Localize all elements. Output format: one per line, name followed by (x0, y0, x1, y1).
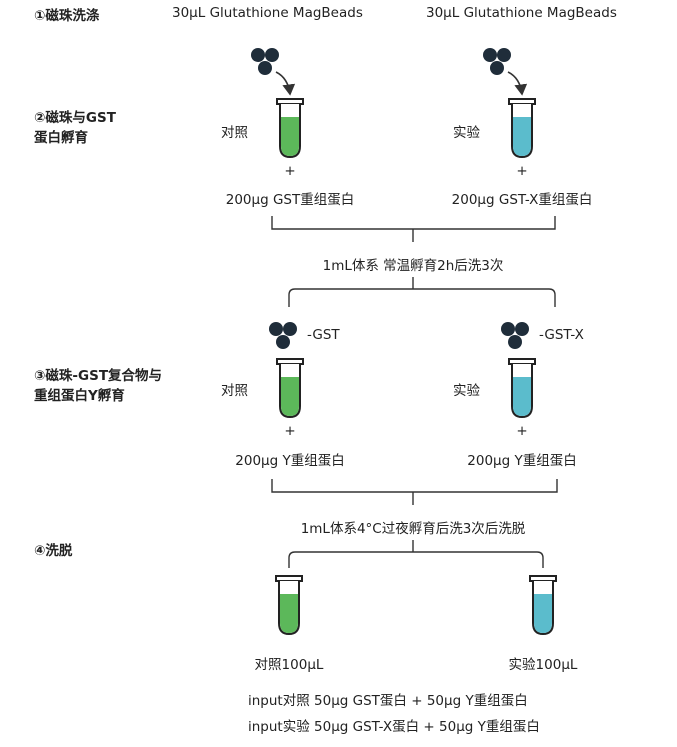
complex-left-label: -GST (307, 327, 340, 343)
beads-complex-left (269, 322, 297, 349)
ctrl-label-1: 对照 (221, 125, 248, 141)
plus-exp-1: + (516, 163, 528, 179)
y-protein-right-label: 200μg Y重组蛋白 (467, 453, 577, 469)
plus-ctrl-1: + (284, 163, 296, 179)
step-2-label: ②磁珠与GST 蛋白孵育 (34, 110, 116, 146)
step-1-label: ①磁珠洗涤 (34, 8, 100, 24)
ctrl-label-2: 对照 (221, 383, 248, 399)
y-protein-left-label: 200μg Y重组蛋白 (235, 453, 345, 469)
gst-protein-label: 200μg GST重组蛋白 (225, 192, 355, 208)
bracket-merge-1 (271, 216, 556, 242)
step-3-label: ③磁珠-GST复合物与 重组蛋白Y孵育 (34, 368, 163, 404)
beads-left (251, 48, 279, 75)
plus-exp-2: + (516, 423, 528, 439)
bracket-split-2 (288, 540, 544, 568)
bracket-merge-2 (271, 479, 558, 505)
ctrl-elute-label: 对照100μL (254, 657, 324, 673)
bracket-split-1 (288, 277, 556, 307)
exp-label-2: 实验 (453, 383, 480, 399)
tube-exp-2 (508, 358, 536, 419)
incubation-1-label: 1mL体系 常温孵育2h后洗3次 (322, 258, 504, 274)
tube-ctrl-2 (276, 358, 304, 419)
input-ctrl-note: input对照 50μg GST蛋白 + 50μg Y重组蛋白 (248, 693, 528, 709)
incubation-2-label: 1mL体系4°C过夜孵育后洗3次后洗脱 (300, 521, 526, 537)
plus-ctrl-2: + (284, 423, 296, 439)
tube-exp-1 (508, 98, 536, 159)
gstx-protein-label: 200μg GST-X重组蛋白 (451, 192, 593, 208)
beads-right-label: 30µL Glutathione MagBeads (426, 5, 617, 21)
beads-right (483, 48, 511, 75)
tube-ctrl-1 (276, 98, 304, 159)
arrow-left (275, 71, 296, 96)
beads-left-label: 30µL Glutathione MagBeads (172, 5, 363, 21)
exp-label-1: 实验 (453, 125, 480, 141)
arrow-right (507, 71, 528, 96)
tube-exp-elute (529, 575, 557, 636)
complex-right-label: -GST-X (539, 327, 584, 343)
step-4-label: ④洗脱 (34, 543, 73, 559)
exp-elute-label: 实验100μL (508, 657, 578, 673)
tube-ctrl-elute (275, 575, 303, 636)
beads-complex-right (501, 322, 529, 349)
input-exp-note: input实验 50μg GST-X蛋白 + 50μg Y重组蛋白 (248, 719, 540, 735)
